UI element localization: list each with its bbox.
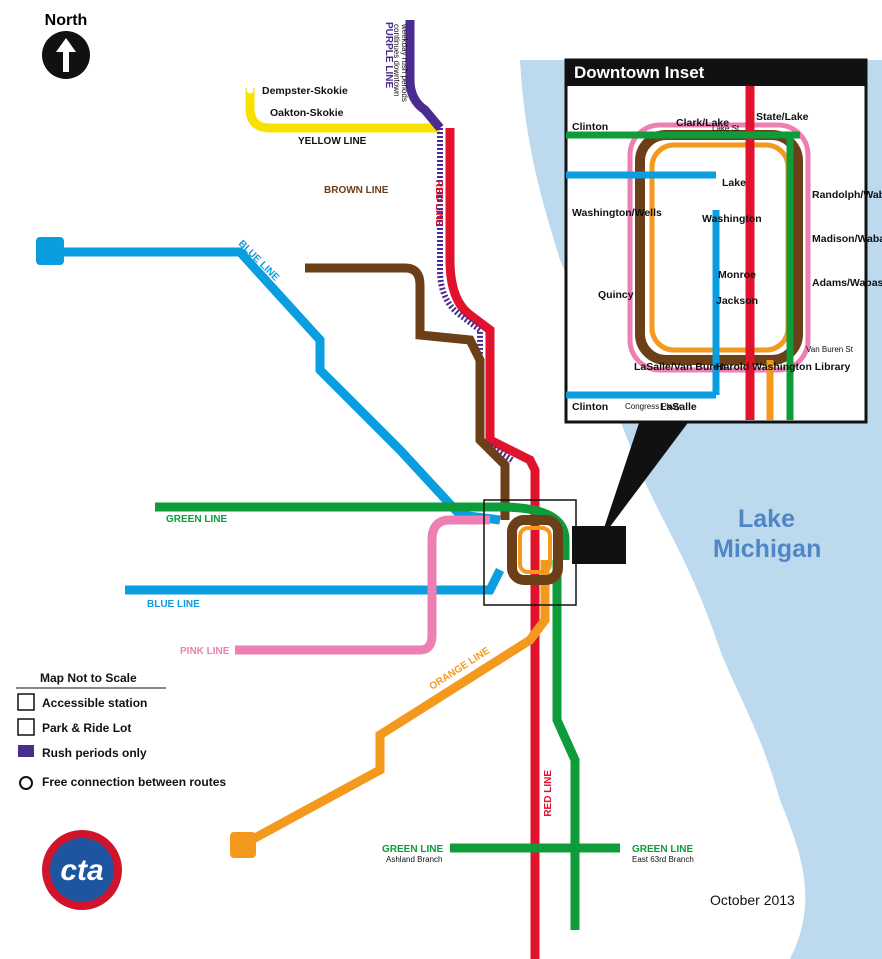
label-red-line: RED LINE	[433, 180, 444, 227]
legend-item-parking: Park & Ride Lot	[42, 721, 131, 735]
inset-title: Downtown Inset	[574, 63, 705, 82]
legend-item-rush: Rush periods only	[42, 746, 147, 760]
north-compass: North	[42, 12, 90, 79]
inset-station-washington-wells[interactable]: Washington/Wells	[572, 207, 662, 219]
label-blue-line-forest: BLUE LINE	[147, 599, 200, 610]
yellow-line	[245, 88, 440, 133]
inset-station-randolph-wabash[interactable]: Randolph/Wabash	[812, 189, 882, 201]
loop	[507, 515, 563, 585]
purple-note-2: weekday rush periods	[400, 23, 409, 102]
inset-station-jackson[interactable]: Jackson	[716, 295, 758, 307]
label-pink-line: PINK LINE	[180, 646, 230, 657]
label-brown-line: BROWN LINE	[324, 185, 389, 196]
inset-station-washington[interactable]: Washington	[702, 213, 762, 225]
inset-station-harold-washington[interactable]: Harold Washington Library	[716, 361, 851, 373]
red-line	[445, 128, 540, 959]
purple-note-1: continues downtown	[392, 24, 401, 97]
purple-rush-stripe	[437, 128, 514, 463]
downtown-inset: Downtown Inset Clinton Clark/Lake State/…	[564, 58, 882, 424]
airport-ohare-icon	[36, 237, 64, 265]
wheelchair-icon	[17, 693, 35, 711]
legend-title: Map Not to Scale	[40, 671, 137, 685]
callout-3: Inset	[576, 551, 595, 560]
inset-station-lasalle-van-buren[interactable]: LaSalle/Van Buren	[634, 361, 726, 373]
inset-station-monroe[interactable]: Monroe	[718, 269, 756, 281]
callout-2: Downtown	[576, 540, 617, 549]
inset-station-quincy[interactable]: Quincy	[598, 289, 634, 301]
purple-line	[405, 20, 444, 131]
blue-line-ohare	[40, 247, 501, 525]
lake-label-1: Lake	[738, 505, 795, 533]
label-green-east63-sub: East 63rd Branch	[632, 855, 694, 864]
compass-label: North	[45, 12, 88, 29]
rush-stripe-icon	[18, 745, 34, 757]
brown-line	[305, 263, 510, 520]
inset-street-van-buren: Van Buren St	[806, 345, 854, 354]
label-green-ashland: GREEN LINE	[382, 844, 443, 855]
parking-icon	[17, 718, 35, 736]
legend: Map Not to Scale Accessible station Park…	[16, 671, 226, 790]
cta-logo: cta	[42, 830, 122, 910]
legend-item-connection: Free connection between routes	[42, 775, 226, 789]
callout: See Downtown Inset	[572, 420, 690, 564]
legend-item-accessible: Accessible station	[42, 696, 147, 710]
label-green-line: GREEN LINE	[166, 514, 227, 525]
map-date: October 2013	[710, 892, 795, 908]
callout-1: See	[576, 529, 591, 538]
inset-station-clark-lake[interactable]: Clark/Lake	[676, 117, 729, 129]
inset-station-clinton[interactable]: Clinton	[572, 121, 608, 133]
inset-station-state-lake[interactable]: State/Lake	[756, 111, 809, 123]
label-green-ashland-sub: Ashland Branch	[386, 855, 442, 864]
north-arrow-icon	[56, 38, 76, 72]
orange-line	[239, 560, 550, 849]
label-red-line-south: RED LINE	[543, 770, 554, 817]
inset-station-madison-wabash[interactable]: Madison/Wabash	[812, 233, 882, 245]
inset-street-congress: Congress Pkwy	[625, 402, 681, 411]
station-dempster-skokie[interactable]: Dempster-Skokie	[262, 85, 348, 97]
airport-midway-icon	[230, 832, 256, 858]
inset-street-lake: Lake St	[712, 124, 740, 133]
inset-station-lake[interactable]: Lake	[722, 177, 746, 189]
label-green-east63: GREEN LINE	[632, 844, 693, 855]
connection-icon	[19, 776, 33, 790]
logo-text: cta	[60, 854, 103, 887]
pink-line	[235, 515, 490, 655]
inset-station-lasalle[interactable]: LaSalle	[660, 401, 697, 413]
green-line-south	[450, 560, 620, 930]
inset-station-adams-wabash[interactable]: Adams/Wabash	[812, 277, 882, 289]
inset-station-clinton-blue[interactable]: Clinton	[572, 401, 608, 413]
station-oakton-skokie[interactable]: Oakton-Skokie	[270, 107, 344, 119]
blue-line-forest-park	[125, 567, 505, 595]
label-purple-line: PURPLE LINE	[383, 22, 394, 88]
lake-label-2: Michigan	[713, 535, 821, 563]
label-yellow-line: YELLOW LINE	[298, 136, 367, 147]
